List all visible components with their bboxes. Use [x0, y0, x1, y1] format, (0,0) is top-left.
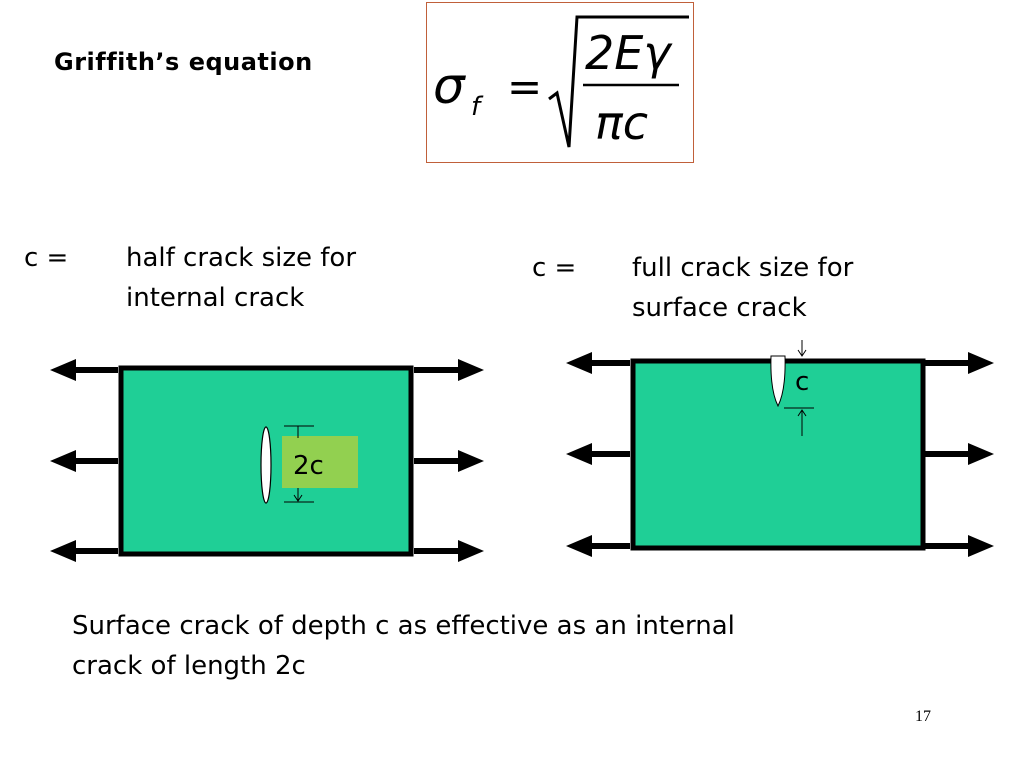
- griffith-equation: σ f = 2Eγ πc: [433, 15, 689, 150]
- left-definition-line1: half crack size for: [126, 243, 357, 273]
- arrowhead-right-top-icon: [458, 359, 484, 381]
- internal-crack-diagram: 2c: [50, 359, 484, 562]
- arrowhead-right-bottom-icon: [458, 540, 484, 562]
- arrowhead-left-middle-icon: [50, 450, 76, 472]
- arrowhead-left-bottom-icon: [50, 540, 76, 562]
- arrowhead-right-top-icon: [968, 352, 994, 374]
- caption-line1: Surface crack of depth c as effective as…: [72, 611, 735, 641]
- griffith-equation-box: σ f = 2Eγ πc: [426, 2, 694, 163]
- surface-crack-diagram: c: [566, 340, 994, 557]
- right-tension-arrows: [414, 359, 484, 562]
- arrowhead-left-top-icon: [50, 359, 76, 381]
- arrowhead-right-bottom-icon: [968, 535, 994, 557]
- left-c-symbol: c =: [24, 243, 69, 273]
- right-c-symbol: c =: [532, 253, 577, 283]
- subscript-f: f: [471, 92, 484, 122]
- left-definition-line2: internal crack: [126, 283, 305, 313]
- arrowhead-right-middle-icon: [458, 450, 484, 472]
- arrowhead-right-middle-icon: [968, 443, 994, 465]
- dim-arrow-down-icon: [293, 494, 303, 502]
- arrowhead-left-middle-icon: [566, 443, 592, 465]
- dimension-label-c: c: [795, 367, 809, 397]
- denominator: πc: [595, 96, 648, 150]
- equals-sign: =: [507, 62, 542, 111]
- dimension-label-2c: 2c: [293, 451, 324, 481]
- dimension-label-box: [282, 436, 358, 488]
- sigma-symbol: σ: [433, 57, 466, 115]
- arrowhead-left-top-icon: [566, 352, 592, 374]
- surface-crack: [770, 355, 786, 408]
- sqrt-radical-icon: [548, 15, 689, 148]
- dim-arrow-down-icon: [797, 349, 807, 357]
- right-definition-line2: surface crack: [632, 293, 807, 323]
- slide-title: Griffith’s equation: [54, 48, 313, 76]
- left-tension-arrows: [566, 352, 630, 557]
- page-number: 17: [915, 708, 931, 725]
- internal-crack: [260, 426, 272, 504]
- caption: Surface crack of depth c as effective as…: [72, 606, 952, 686]
- caption-line2: crack of length 2c: [72, 651, 306, 681]
- numerator: 2Eγ: [585, 26, 673, 80]
- right-definition-line1: full crack size for: [632, 253, 854, 283]
- left-tension-arrows: [50, 359, 118, 562]
- dim-arrow-up-icon: [797, 409, 807, 417]
- right-tension-arrows: [924, 352, 994, 557]
- arrowhead-left-bottom-icon: [566, 535, 592, 557]
